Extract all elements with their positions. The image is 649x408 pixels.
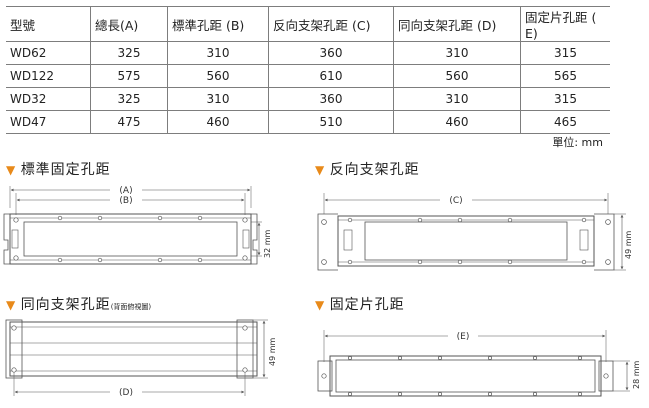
cell-value: 360 xyxy=(268,41,394,65)
drawing-same xyxy=(5,319,268,396)
drawing-reverse xyxy=(317,193,626,271)
orange-triangle-icon: ▼ xyxy=(6,298,16,312)
section-title-standard: ▼ 標準固定孔距 xyxy=(6,159,111,179)
cell-model: WD47 xyxy=(6,110,91,134)
drawing-standard xyxy=(3,186,262,265)
col-header-std-spacing: 標準孔距 (B) xyxy=(167,6,269,42)
cell-value: 560 xyxy=(393,64,521,88)
dim-label-e: (E) xyxy=(457,332,470,342)
section-title-fixed: ▼ 固定片孔距 xyxy=(315,294,405,314)
section-title-text: 固定片孔距 xyxy=(329,297,405,313)
cell-value: 610 xyxy=(268,64,394,88)
dim-label-c: (C) xyxy=(449,196,462,206)
orange-triangle-icon: ▼ xyxy=(315,298,325,312)
drawing-fixed xyxy=(317,330,630,397)
section-title-text: 同向支架孔距 xyxy=(20,297,111,313)
col-header-model: 型號 xyxy=(6,6,91,42)
unit-note: 單位: mm xyxy=(552,136,603,149)
cell-value: 310 xyxy=(393,87,521,111)
cell-value: 315 xyxy=(520,87,610,111)
orange-triangle-icon: ▼ xyxy=(6,163,16,177)
dim-height-reverse: 49 mm xyxy=(624,230,633,259)
cell-value: 565 xyxy=(520,64,610,88)
cell-model: WD122 xyxy=(6,64,91,88)
dim-label-b: (B) xyxy=(119,196,132,206)
cell-value: 560 xyxy=(167,64,269,88)
col-header-length: 總長(A) xyxy=(90,6,168,42)
section-title-same: ▼ 同向支架孔距(背面俯視圖) xyxy=(6,294,151,314)
table-row: WD62 325 310 360 310 315 xyxy=(6,41,610,65)
cell-value: 360 xyxy=(268,87,394,111)
cell-value: 475 xyxy=(90,110,168,134)
orange-triangle-icon: ▼ xyxy=(315,163,325,177)
cell-value: 465 xyxy=(520,110,610,134)
spec-table: 型號 總長(A) 標準孔距 (B) 反向支架孔距 (C) 同向支架孔距 (D) … xyxy=(6,6,610,134)
col-header-reverse-spacing: 反向支架孔距 (C) xyxy=(268,6,394,42)
section-title-reverse: ▼ 反向支架孔距 xyxy=(315,159,420,179)
cell-model: WD32 xyxy=(6,87,91,111)
cell-value: 460 xyxy=(167,110,269,134)
cell-value: 310 xyxy=(393,41,521,65)
cell-value: 510 xyxy=(268,110,394,134)
dim-label-a: (A) xyxy=(119,186,132,196)
dim-label-d: (D) xyxy=(119,388,133,398)
section-title-text: 反向支架孔距 xyxy=(329,162,420,178)
cell-value: 460 xyxy=(393,110,521,134)
section-note: (背面俯視圖) xyxy=(110,303,152,311)
cell-model: WD62 xyxy=(6,41,91,65)
col-header-same-spacing: 同向支架孔距 (D) xyxy=(393,6,521,42)
col-header-fixed-spacing: 固定片孔距 ( E) xyxy=(520,6,610,42)
section-title-text: 標準固定孔距 xyxy=(20,162,111,178)
cell-value: 310 xyxy=(167,87,269,111)
table-row: WD32 325 310 360 310 315 xyxy=(6,87,610,111)
cell-value: 325 xyxy=(90,41,168,65)
table-header-row: 型號 總長(A) 標準孔距 (B) 反向支架孔距 (C) 同向支架孔距 (D) … xyxy=(6,6,610,42)
dim-height-fixed: 28 mm xyxy=(632,360,641,389)
cell-value: 315 xyxy=(520,41,610,65)
dim-height-standard: 32 mm xyxy=(263,229,272,258)
table-row: WD47 475 460 510 460 465 xyxy=(6,110,610,134)
cell-value: 575 xyxy=(90,64,168,88)
cell-value: 310 xyxy=(167,41,269,65)
table-row: WD122 575 560 610 560 565 xyxy=(6,64,610,88)
dim-height-same: 49 mm xyxy=(268,337,277,366)
cell-value: 325 xyxy=(90,87,168,111)
